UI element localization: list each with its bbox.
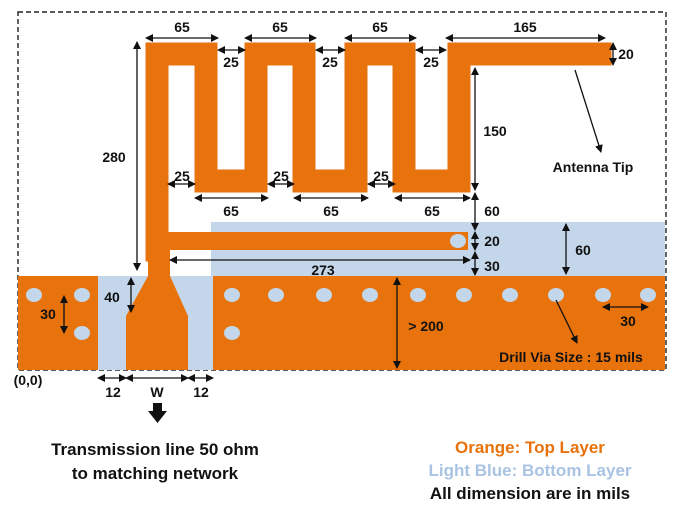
origin-label: (0,0) (14, 372, 43, 388)
dim-label: 65 (174, 19, 190, 35)
down-arrow-icon (148, 403, 167, 423)
ground-right (213, 276, 665, 370)
feed-via (450, 234, 466, 248)
dim-label: 40 (104, 289, 120, 305)
dim-label: 30 (40, 306, 56, 322)
dim-label: 65 (323, 203, 339, 219)
caption-line-2: to matching network (71, 464, 239, 483)
via (362, 288, 378, 302)
legend: Orange: Top Layer Light Blue: Bottom Lay… (380, 438, 680, 504)
dim-label: 30 (620, 313, 636, 329)
dim-label: 25 (174, 168, 190, 184)
legend-blue: Light Blue: Bottom Layer (428, 461, 632, 480)
via (74, 288, 90, 302)
via (316, 288, 332, 302)
dim-label: 150 (483, 123, 507, 139)
via (410, 288, 426, 302)
dim-label: 65 (223, 203, 239, 219)
dim-label: 25 (273, 168, 289, 184)
via (74, 326, 90, 340)
via (26, 288, 42, 302)
dim-label: 12 (193, 384, 209, 400)
dim-label: 65 (272, 19, 288, 35)
dim-label: 20 (484, 233, 500, 249)
via (456, 288, 472, 302)
dim-label: 20 (618, 46, 634, 62)
dim-label: 25 (423, 54, 439, 70)
dim-label: 280 (102, 149, 126, 165)
via (640, 288, 656, 302)
dimension-lines (60, 34, 649, 382)
legend-units: All dimension are in mils (429, 484, 631, 503)
dim-label: 25 (322, 54, 338, 70)
drill-via-label: Drill Via Size : 15 mils (499, 349, 643, 365)
via (224, 326, 240, 340)
caption-transmission-line: Transmission line 50 ohm to matching net… (20, 440, 290, 484)
feed-arm (150, 232, 468, 250)
dim-label: 273 (311, 262, 335, 278)
via (502, 288, 518, 302)
via (268, 288, 284, 302)
dim-label: 65 (372, 19, 388, 35)
meander-antenna (145, 42, 612, 262)
legend-orange: Orange: Top Layer (455, 438, 605, 457)
via (548, 288, 564, 302)
dim-label: 165 (513, 19, 537, 35)
antenna-tip-label: Antenna Tip (553, 159, 634, 175)
transmission-line (126, 250, 188, 370)
dimension-labels: 65 65 65 165 20 25 25 25 280 150 Antenna… (14, 19, 643, 400)
via (595, 288, 611, 302)
dim-label: 30 (484, 258, 500, 274)
dim-label: 12 (105, 384, 121, 400)
caption-line-1: Transmission line 50 ohm (51, 440, 259, 459)
vias (26, 234, 656, 340)
dim-label: 25 (223, 54, 239, 70)
dim-label: 65 (424, 203, 440, 219)
dim-label: 60 (575, 242, 591, 258)
via (224, 288, 240, 302)
dim-label: W (150, 384, 164, 400)
dim-label: 25 (373, 168, 389, 184)
dim-label: 60 (484, 203, 500, 219)
dim-label: > 200 (408, 318, 444, 334)
